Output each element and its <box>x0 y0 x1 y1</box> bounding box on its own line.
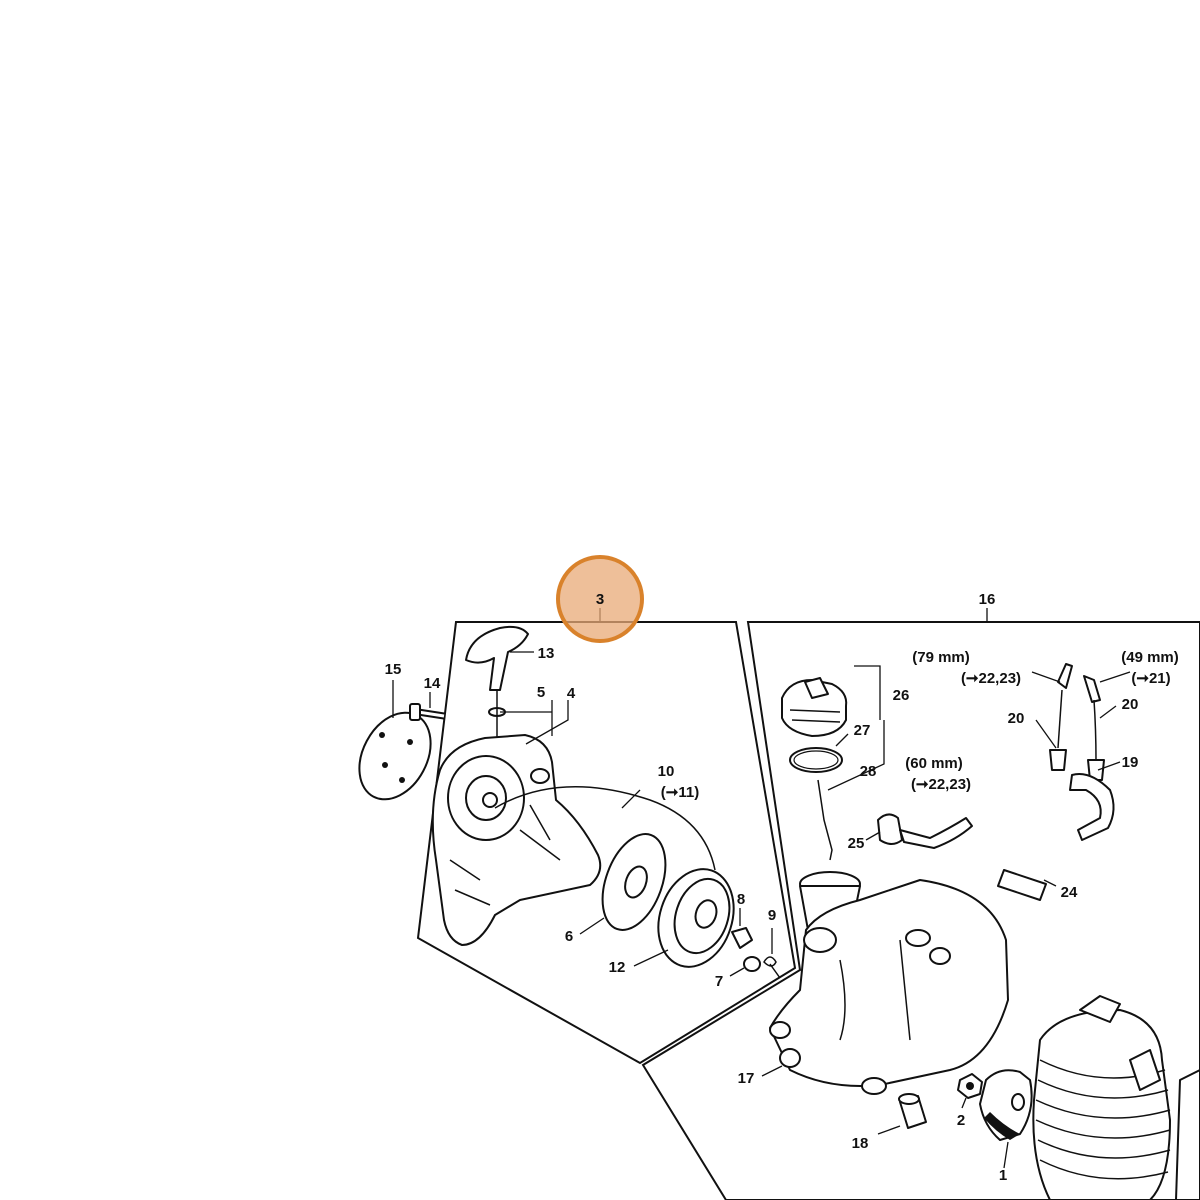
note-60mm: (60 mm) <box>905 755 963 772</box>
tank-group-frame <box>641 621 1200 1200</box>
leader-20b <box>1099 705 1117 719</box>
note-79mm: (79 mm) <box>912 649 970 666</box>
part-1-clutch-drum <box>979 1069 1033 1141</box>
callout-18[interactable]: 18 <box>852 1135 869 1152</box>
note-79mm-ref: (➞22,23) <box>961 670 1021 687</box>
highlight-marker[interactable] <box>556 555 644 643</box>
callout-26[interactable]: 26 <box>893 687 910 704</box>
part-8-pawl <box>731 927 753 949</box>
callout-28[interactable]: 28 <box>860 763 877 780</box>
callout-24[interactable]: 24 <box>1061 884 1078 901</box>
callout-5[interactable]: 5 <box>537 684 545 701</box>
fuel-line-assembly <box>997 663 1115 901</box>
part-27-o-ring <box>789 747 843 773</box>
engine-cylinder <box>1032 995 1200 1200</box>
leader-24 <box>1043 879 1057 887</box>
leader-1 <box>1003 1141 1009 1169</box>
callout-20b[interactable]: 20 <box>1122 696 1139 713</box>
callout-7[interactable]: 7 <box>715 973 723 990</box>
callout-16[interactable]: 16 <box>979 591 996 608</box>
leader-26 <box>854 665 881 720</box>
starter-group-frame <box>416 621 797 1065</box>
callout-13[interactable]: 13 <box>538 645 555 662</box>
callout-10-ref: (➞11) <box>661 784 699 801</box>
part-12-rope-rotor <box>657 868 735 968</box>
callout-10[interactable]: 10 <box>658 763 675 780</box>
callout-14[interactable]: 14 <box>424 675 441 692</box>
leader-27 <box>835 733 849 747</box>
part-17-grommet <box>779 1048 801 1068</box>
callout-8[interactable]: 8 <box>737 891 745 908</box>
callout-20a[interactable]: 20 <box>1008 710 1025 727</box>
note-60mm-ref: (➞22,23) <box>911 776 971 793</box>
leader-2 <box>961 1097 967 1109</box>
leader-49mm <box>1099 671 1131 683</box>
part-26-fuel-cap <box>781 677 848 737</box>
leader-6 <box>579 917 605 935</box>
leader-4 <box>525 700 569 745</box>
part-7-washer <box>743 956 761 972</box>
part-27-inner <box>793 750 839 770</box>
note-49mm-ref: (➞21) <box>1131 670 1170 687</box>
part-4-starter-housing <box>431 734 602 946</box>
callout-1[interactable]: 1 <box>999 1167 1007 1184</box>
leader-17 <box>761 1065 783 1077</box>
callout-3[interactable]: 3 <box>596 591 604 608</box>
part-16-fuel-tank <box>769 871 1009 1095</box>
part-25-valve <box>877 813 973 849</box>
callout-12[interactable]: 12 <box>609 959 626 976</box>
callout-2[interactable]: 2 <box>957 1112 965 1129</box>
part-15-plate <box>358 711 432 801</box>
leader-25 <box>865 831 881 841</box>
callout-9[interactable]: 9 <box>768 907 776 924</box>
callout-25[interactable]: 25 <box>848 835 865 852</box>
leader-12 <box>633 949 669 967</box>
leader-18 <box>877 1125 901 1135</box>
leader-20a <box>1035 719 1057 749</box>
leader-28 <box>827 720 885 791</box>
leader-7 <box>729 967 745 977</box>
note-49mm: (49 mm) <box>1121 649 1179 666</box>
callout-17[interactable]: 17 <box>738 1070 755 1087</box>
callout-27[interactable]: 27 <box>854 722 871 739</box>
part-2-nut <box>957 1073 983 1099</box>
leader-19 <box>1097 761 1121 771</box>
part-10-rope <box>494 786 716 871</box>
callout-6[interactable]: 6 <box>565 928 573 945</box>
callout-15[interactable]: 15 <box>385 661 402 678</box>
part-13-handle <box>465 625 529 691</box>
leader-79mm <box>1031 671 1061 683</box>
part-9-clip <box>763 956 781 979</box>
callout-19[interactable]: 19 <box>1122 754 1139 771</box>
part-6-cover <box>601 833 667 931</box>
part-28-strainer <box>817 779 833 861</box>
part-14-screw <box>409 703 445 721</box>
part-18-buffer <box>898 1093 927 1129</box>
leader-10 <box>621 789 641 809</box>
callout-4[interactable]: 4 <box>567 685 576 702</box>
